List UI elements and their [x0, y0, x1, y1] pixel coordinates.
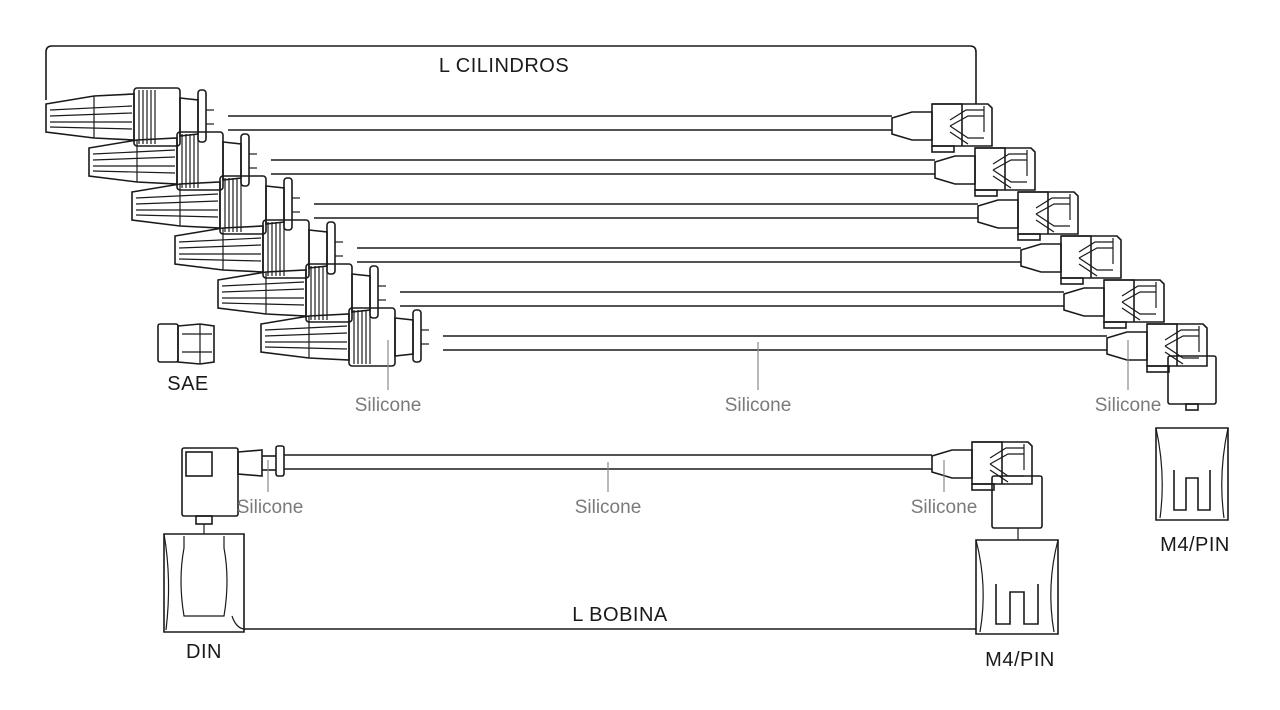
sae-label: SAE: [167, 373, 209, 395]
silicone-label: Silicone: [575, 497, 642, 518]
cylinder-cable-1: [45, 87, 993, 153]
cylinder-cable-2: [88, 131, 1036, 197]
coil-cable: [181, 441, 1043, 540]
silicone-label: Silicone: [1095, 395, 1162, 416]
m4pin-terminal-right: [1155, 427, 1229, 521]
cylinder-length-label: L CILINDROS: [439, 55, 569, 77]
silicone-label: Silicone: [725, 395, 792, 416]
cylinder-cable-6: [260, 307, 1208, 373]
silicone-label: Silicone: [237, 497, 304, 518]
cylinder-cable-4: [174, 219, 1122, 285]
m4pin-terminal-bottom: [975, 539, 1059, 635]
m4pin-label-bottom: M4/PIN: [985, 649, 1055, 671]
silicone-label: Silicone: [355, 395, 422, 416]
cylinder-cable-3: [131, 175, 1079, 241]
cylinder-length-bracket: [45, 45, 977, 104]
m4pin-label-right: M4/PIN: [1160, 534, 1230, 556]
sae-connector: [157, 323, 215, 365]
din-label: DIN: [186, 641, 222, 663]
din-terminal: [163, 533, 245, 633]
coil-length-label: L BOBINA: [572, 604, 668, 626]
cylinder-cable-5: [217, 263, 1165, 329]
coil-terminal-right: [1167, 355, 1217, 411]
silicone-label: Silicone: [911, 497, 978, 518]
